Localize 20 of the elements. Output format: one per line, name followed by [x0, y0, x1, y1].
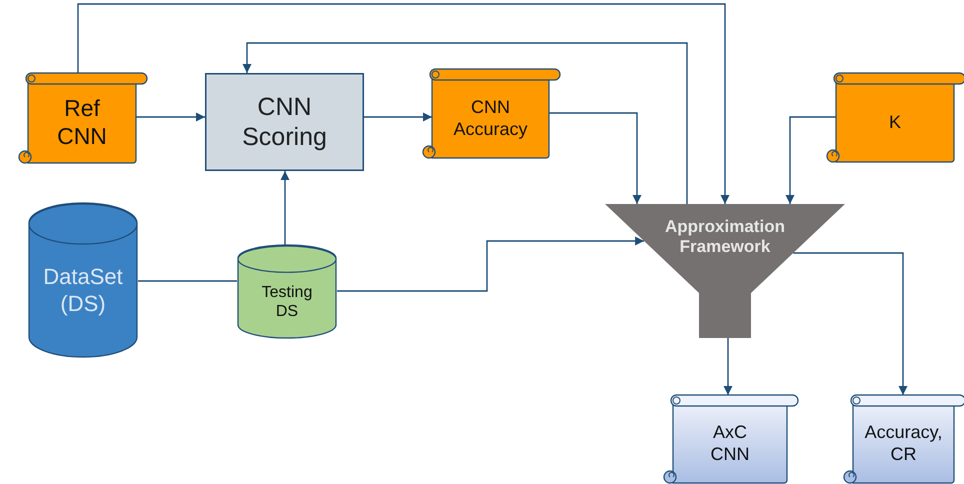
arrow: [280, 171, 290, 245]
arrow: [549, 112, 642, 204]
node-label: Testing DS: [260, 282, 314, 322]
node-label: AxC CNN: [710, 422, 750, 466]
node-label: CNN Accuracy: [452, 96, 529, 140]
node-label: CNN Scoring: [241, 92, 328, 152]
arrow: [77, 3, 730, 204]
node-label: Accuracy, CR: [864, 422, 944, 466]
arrow: [136, 112, 205, 122]
arrow: [793, 252, 908, 395]
node-label: Approximation Framework: [664, 216, 786, 258]
arrow: [242, 42, 688, 204]
node-label: DataSet (DS): [42, 264, 124, 317]
node-label: K: [888, 112, 901, 134]
node-label: Ref CNN: [56, 95, 108, 151]
arrow: [364, 112, 432, 122]
arrow: [786, 116, 836, 204]
arrow: [337, 236, 644, 292]
connector-line: [138, 280, 237, 282]
arrow: [724, 338, 732, 395]
